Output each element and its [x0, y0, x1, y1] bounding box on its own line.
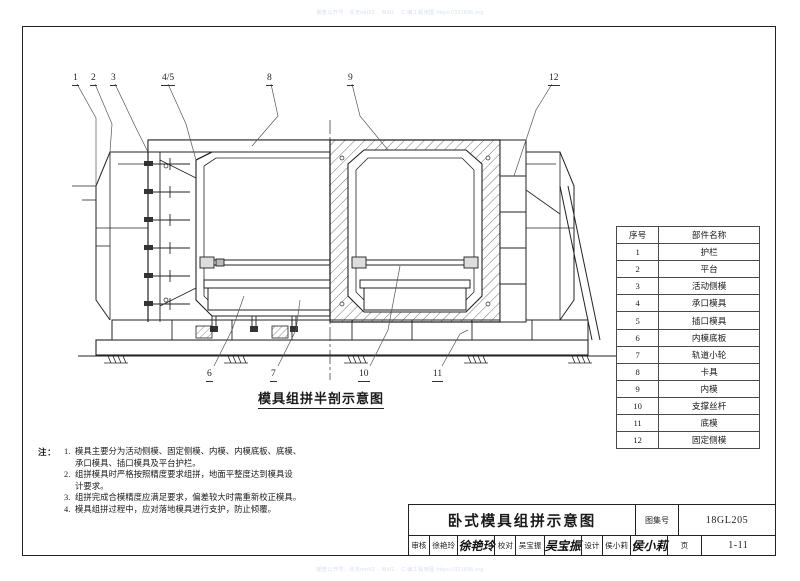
page-label: 页 — [667, 536, 700, 555]
part-number: 12 — [615, 431, 660, 450]
note-line: 组拼模具时严格按照精度要求组拼，地面平整度达到模具设 — [75, 470, 293, 480]
part-number: 8 — [615, 362, 660, 381]
check-label: 校对 — [494, 536, 515, 555]
notes-section: 注： 1. 模具主要分为活动侧模、固定侧模、内模、内模底板、底模、承口模具、插口模… — [38, 446, 398, 516]
note-item: 1. 模具主要分为活动侧模、固定侧模、内模、内模底板、底模、承口模具、插口模具及平… — [64, 446, 398, 469]
callout-7: 7 — [270, 369, 277, 382]
part-name: 活动侧模 — [658, 277, 760, 296]
part-number: 3 — [615, 277, 660, 296]
note-number: 1. — [64, 447, 71, 456]
notes-label: 注： — [38, 447, 57, 457]
watermark-top: 摇筐公开号：青天net52 ．MdG ．C 编工程用图 https://3218… — [316, 10, 484, 16]
callout-1: 1 — [72, 73, 79, 86]
part-name: 内模 — [658, 379, 760, 398]
note-number: 2. — [64, 470, 71, 480]
note-line: 组拼完成合模精度应满足要求，偏差较大时需重新校正模具。 — [75, 493, 302, 503]
note-line: 模具组拼过程中，应对落地模具进行支护，防止倾覆。 — [75, 504, 276, 514]
parts-header-no: 序号 — [615, 225, 660, 245]
part-name: 支撑丝杆 — [658, 396, 760, 416]
drawing-title: 卧式模具组拼示意图 — [447, 513, 597, 530]
page-value: 1-11 — [700, 536, 775, 555]
note-text: 组拼模具时严格按照精度要求组拼，地面平整度达到模具设计要求。 — [75, 469, 398, 492]
design-name: 侯小莉 — [601, 536, 631, 555]
atlas-number-value: 18GL205 — [678, 505, 775, 535]
part-number: 5 — [615, 311, 660, 330]
part-number: 9 — [615, 379, 660, 398]
note-number: 4. — [64, 504, 71, 514]
note-text: 模具主要分为活动侧模、固定侧模、内模、内模底板、底模、承口模具、插口模具及平台护… — [75, 446, 398, 469]
callout-9: 9 — [347, 73, 354, 86]
parts-table-header-row: 序号 部件名称 — [615, 225, 760, 245]
part-name: 内模底板 — [658, 328, 760, 347]
part-number: 6 — [615, 328, 660, 347]
part-name: 固定侧模 — [658, 431, 760, 450]
title-block-top-row: 卧式模具组拼示意图 图集号 18GL205 — [409, 505, 775, 536]
part-number: 4 — [615, 294, 660, 313]
part-number: 7 — [615, 345, 660, 364]
parts-header-name: 部件名称 — [658, 225, 760, 245]
notes-list: 1. 模具主要分为活动侧模、固定侧模、内模、内模底板、底模、承口模具、插口模具及平… — [64, 446, 398, 516]
title-block-signature-row: 审核 徐艳玲 徐艳玲 校对 吴宝振 吴宝振 设计 侯小莉 侯小莉 页 1-11 — [409, 536, 775, 555]
check-name: 吴宝振 — [515, 536, 544, 555]
part-number: 1 — [615, 243, 660, 262]
callout-11: 11 — [432, 369, 444, 382]
note-line: 计要求。 — [75, 481, 109, 491]
part-name: 护栏 — [658, 243, 760, 262]
review-signature: 徐艳玲 — [457, 536, 494, 555]
note-item: 3. 组拼完成合模精度应满足要求，偏差较大时需重新校正模具。 — [64, 492, 398, 504]
part-number: 10 — [615, 396, 660, 416]
part-number: 2 — [615, 260, 660, 279]
review-label: 审核 — [411, 541, 427, 550]
part-number: 11 — [615, 414, 660, 433]
note-number: 3. — [64, 493, 71, 503]
part-name: 平台 — [658, 260, 760, 279]
review-name: 徐艳玲 — [428, 536, 458, 555]
callout-12: 12 — [548, 73, 560, 86]
callout-6: 6 — [206, 369, 213, 382]
note-line: 承口模具、插口模具及平台护栏。 — [75, 458, 201, 468]
note-line: 模具主要分为活动侧模、固定侧模、内模、内模底板、底模、 — [75, 447, 302, 456]
note-text: 模具组拼过程中，应对落地模具进行支护，防止倾覆。 — [75, 504, 398, 516]
callout-2: 2 — [90, 73, 97, 86]
part-name: 卡具 — [658, 362, 760, 381]
check-signature: 吴宝振 — [543, 536, 581, 555]
callout-10: 10 — [358, 369, 370, 382]
atlas-number-label: 图集号 — [635, 505, 678, 535]
design-label: 设计 — [580, 536, 602, 555]
part-name: 承口模具 — [658, 294, 760, 313]
callout-4-5: 4/5 — [161, 73, 176, 86]
callout-3: 3 — [110, 73, 117, 86]
figure-caption: 模具组拼半剖示意图 — [258, 388, 385, 409]
note-item: 2. 组拼模具时严格按照精度要求组拼，地面平整度达到模具设计要求。 — [64, 469, 398, 492]
watermark-bottom: 摇筐公开号：青天net52 ．MdG ．C 编工程用图 https://3218… — [316, 567, 484, 573]
callout-8: 8 — [266, 73, 273, 86]
part-name: 底模 — [658, 414, 760, 433]
part-name: 插口模具 — [658, 311, 760, 330]
design-signature: 侯小莉 — [630, 536, 667, 555]
title-block: 卧式模具组拼示意图 图集号 18GL205 审核 徐艳玲 徐艳玲 校对 吴宝振 … — [408, 504, 776, 556]
note-text: 组拼完成合模精度应满足要求，偏差较大时需重新校正模具。 — [75, 492, 398, 504]
note-item: 4. 模具组拼过程中，应对落地模具进行支护，防止倾覆。 — [64, 504, 398, 516]
part-name: 轨道小轮 — [658, 345, 760, 364]
